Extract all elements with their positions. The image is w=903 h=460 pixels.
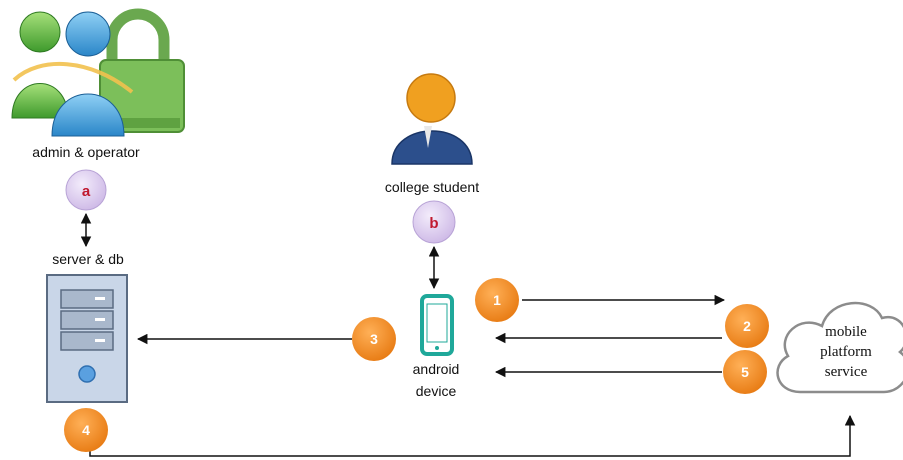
step-badge-1: 1 — [475, 278, 519, 322]
cloud-label-line1: mobile — [825, 324, 867, 340]
cloud-label-line2: platform — [820, 344, 872, 360]
step-badge-2: 2 — [725, 304, 769, 348]
device-label-line2: device — [416, 383, 457, 399]
step-number-4: 4 — [82, 422, 90, 438]
server-label: server & db — [52, 251, 124, 267]
step-number-1: 1 — [493, 292, 501, 308]
step-number-3: 3 — [370, 331, 378, 347]
step-badge-5: 5 — [723, 350, 767, 394]
device-label-line1: android — [413, 361, 460, 377]
admin-badge-text: a — [82, 183, 91, 200]
student-badge-text: b — [429, 215, 438, 232]
users-lock-icon — [11, 8, 185, 137]
step-badge-4: 4 — [64, 408, 108, 452]
smartphone-icon — [420, 294, 454, 356]
step-number-2: 2 — [743, 318, 751, 334]
admin-label: admin & operator — [32, 144, 140, 160]
person-icon — [391, 73, 473, 165]
cloud-icon — [776, 301, 903, 394]
student-badge: b — [412, 200, 456, 244]
arrow-step-4 — [89, 414, 856, 457]
server-icon — [46, 274, 128, 403]
cloud-label-line3: service — [825, 364, 868, 380]
admin-badge: a — [65, 169, 107, 211]
student-label: college student — [385, 179, 479, 195]
step-number-5: 5 — [741, 364, 749, 380]
step-badge-3: 3 — [352, 317, 396, 361]
